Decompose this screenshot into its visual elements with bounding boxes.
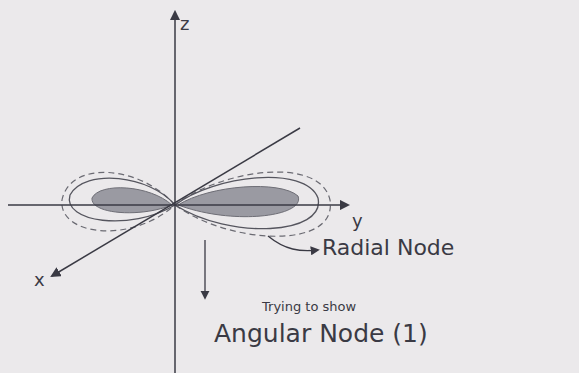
left-lobe [69,178,175,221]
axis-label: z [180,14,189,34]
right-lobe [175,177,318,228]
x-axis [52,128,300,276]
z-axis [174,12,176,373]
callout-label: Angular Node (1) [214,320,428,348]
y-axis [8,204,348,206]
axis-label: y [352,211,363,231]
callout-label: Radial Node [322,236,454,260]
axis-label: x [34,270,45,290]
inner-right-lobe [178,186,299,216]
radial-node-leader [268,236,318,251]
inner-left-lobe [92,188,172,213]
outer-envelope [62,172,331,236]
angular-node-leader [204,240,205,298]
note-text: Trying to show [262,300,356,314]
